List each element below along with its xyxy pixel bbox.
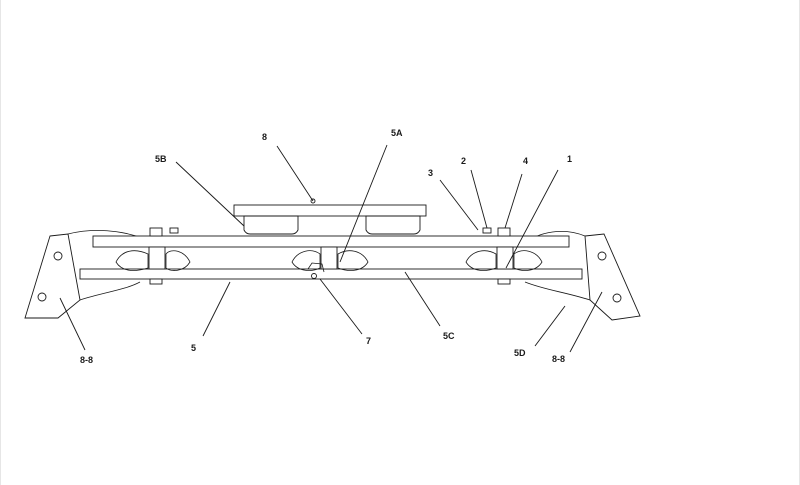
callout-5b: 5B bbox=[155, 154, 167, 164]
callout-8-8-left: 8-8 bbox=[80, 355, 93, 365]
right-roller bbox=[465, 227, 543, 285]
callout-5a: 5A bbox=[391, 128, 403, 138]
callout-7: 7 bbox=[366, 336, 371, 346]
top-plate bbox=[233, 198, 427, 235]
callout-3: 3 bbox=[428, 168, 433, 178]
upper-rail bbox=[92, 235, 570, 248]
callout-4: 4 bbox=[523, 156, 528, 166]
callout-5d: 5D bbox=[514, 348, 526, 358]
callout-8-8-right: 8-8 bbox=[552, 354, 565, 364]
leader-lines bbox=[59, 144, 603, 353]
callout-2: 2 bbox=[461, 156, 466, 166]
left-roller bbox=[115, 227, 191, 285]
callout-5: 5 bbox=[191, 343, 196, 353]
callout-labels: 8 5A 5B 2 4 1 3 5 7 5C 5D 8-8 8-8 bbox=[80, 128, 572, 365]
callout-8: 8 bbox=[262, 132, 267, 142]
callout-5c: 5C bbox=[443, 331, 455, 341]
callout-1: 1 bbox=[567, 154, 572, 164]
center-roller bbox=[291, 246, 369, 279]
lower-rail bbox=[79, 268, 583, 280]
